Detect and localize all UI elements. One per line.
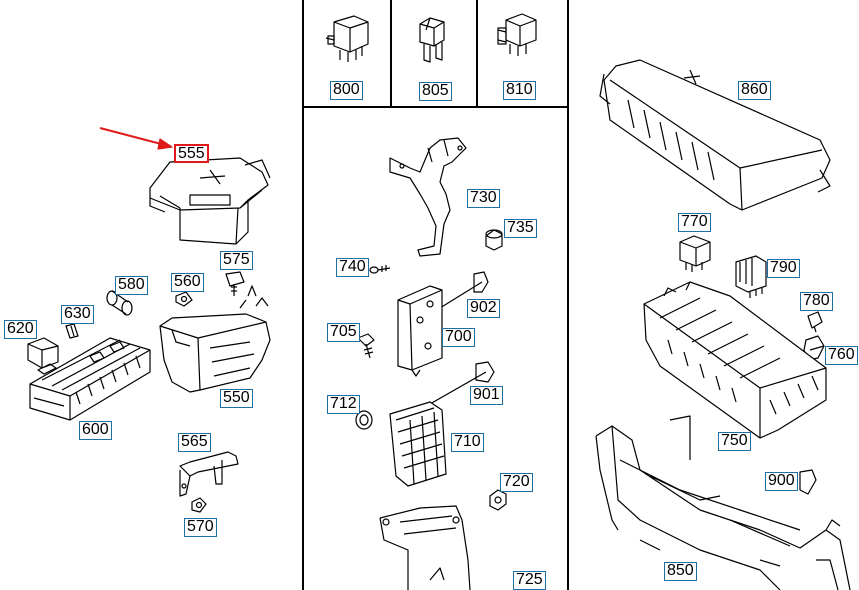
- part-label-900[interactable]: 900: [765, 472, 798, 491]
- part-805-drawing: [419, 17, 445, 63]
- part-label-860[interactable]: 860: [738, 81, 771, 100]
- part-label-580[interactable]: 580: [115, 276, 148, 295]
- part-label-560[interactable]: 560: [171, 273, 204, 292]
- part-label-565[interactable]: 565: [178, 433, 211, 452]
- divider-relay-1: [390, 0, 392, 106]
- part-555-drawing: [149, 157, 271, 245]
- part-label-720[interactable]: 720: [500, 473, 533, 492]
- part-735-drawing: [485, 229, 503, 251]
- part-550-drawing: [159, 285, 271, 393]
- divider-left: [302, 0, 304, 590]
- divider-middle-horizontal: [302, 106, 568, 108]
- part-565-drawing: [179, 451, 239, 497]
- part-label-555[interactable]: 555: [174, 144, 209, 163]
- part-901-drawing: [429, 361, 495, 405]
- part-770-drawing: [679, 235, 711, 272]
- part-630-drawing: [65, 323, 79, 339]
- part-label-630[interactable]: 630: [61, 305, 94, 324]
- part-label-901[interactable]: 901: [470, 386, 503, 405]
- part-label-705[interactable]: 705: [327, 323, 360, 342]
- part-730-drawing: [389, 137, 467, 257]
- part-label-850[interactable]: 850: [664, 562, 697, 581]
- part-label-770[interactable]: 770: [678, 213, 711, 232]
- part-label-725[interactable]: 725: [513, 571, 546, 590]
- part-label-730[interactable]: 730: [467, 189, 500, 208]
- part-label-735[interactable]: 735: [504, 219, 537, 238]
- divider-relay-2: [476, 0, 478, 106]
- part-label-740[interactable]: 740: [336, 258, 369, 277]
- part-850-drawing: [595, 415, 851, 590]
- part-712-drawing: [355, 410, 373, 430]
- part-label-570[interactable]: 570: [184, 518, 217, 537]
- part-705-drawing: [357, 333, 375, 359]
- part-label-712[interactable]: 712: [327, 395, 360, 414]
- part-710-drawing: [389, 401, 447, 487]
- part-label-902[interactable]: 902: [467, 299, 500, 318]
- part-750-drawing: [643, 281, 827, 439]
- part-label-620[interactable]: 620: [4, 320, 37, 339]
- part-label-710[interactable]: 710: [451, 433, 484, 452]
- part-label-550[interactable]: 550: [220, 389, 253, 408]
- divider-right: [567, 0, 569, 590]
- part-725-drawing: [379, 505, 471, 590]
- part-900-drawing: [799, 469, 817, 495]
- part-label-575[interactable]: 575: [220, 251, 253, 270]
- part-700-drawing: [397, 285, 443, 377]
- part-760-drawing: [803, 335, 825, 361]
- part-label-810[interactable]: 810: [503, 81, 536, 100]
- pointer-arrow: [99, 127, 173, 150]
- part-label-790[interactable]: 790: [767, 259, 800, 278]
- part-575-drawing: [225, 271, 245, 296]
- part-label-760[interactable]: 760: [825, 346, 858, 365]
- part-570-drawing: [191, 497, 207, 513]
- part-600-drawing: [29, 337, 151, 421]
- part-label-750[interactable]: 750: [718, 432, 751, 451]
- part-label-780[interactable]: 780: [800, 292, 833, 311]
- part-780-drawing: [807, 311, 823, 333]
- part-560-drawing: [175, 291, 193, 307]
- part-860-drawing: [599, 59, 831, 211]
- part-label-700[interactable]: 700: [442, 328, 475, 347]
- part-790-drawing: [735, 255, 767, 298]
- part-620-drawing: [27, 337, 59, 369]
- part-580-drawing: [106, 290, 133, 316]
- part-label-805[interactable]: 805: [419, 82, 452, 101]
- part-810-drawing: [497, 13, 537, 56]
- part-740-drawing: [369, 265, 391, 274]
- part-720-drawing: [489, 489, 507, 511]
- part-902-drawing: [439, 271, 489, 309]
- part-label-800[interactable]: 800: [330, 81, 363, 100]
- part-800-drawing: [325, 15, 369, 62]
- part-label-600[interactable]: 600: [79, 421, 112, 440]
